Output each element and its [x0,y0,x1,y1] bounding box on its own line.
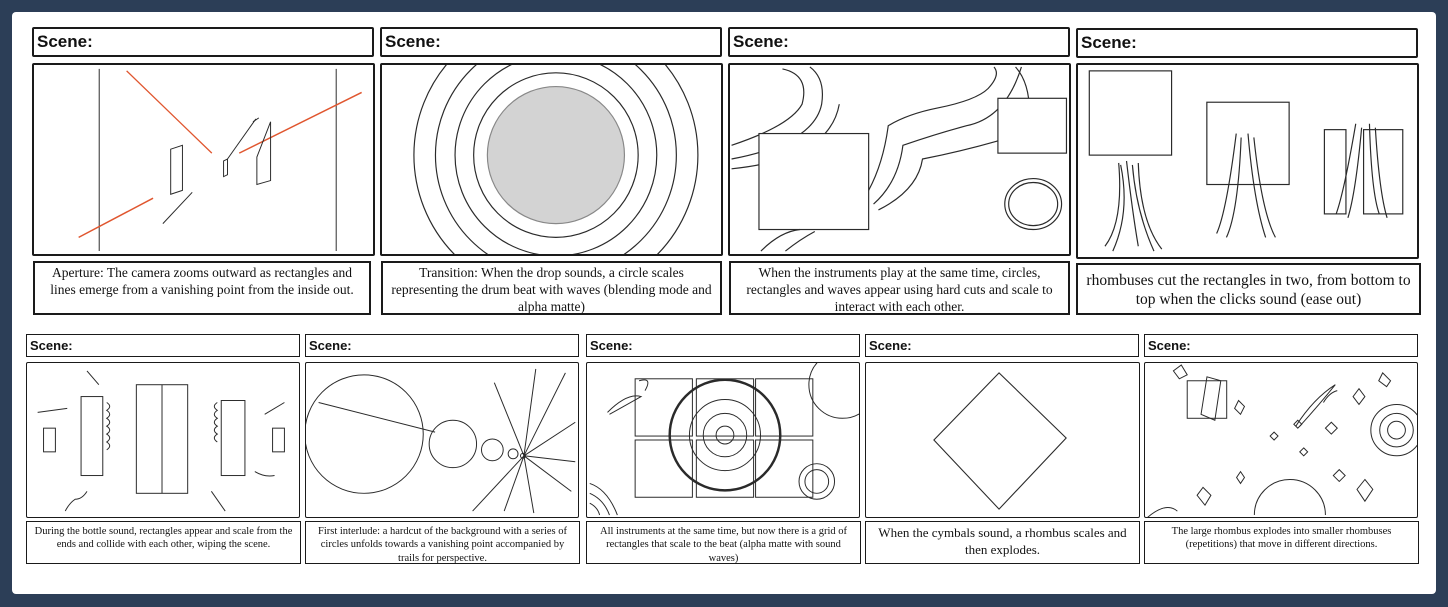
scene-label-text: Scene: [1081,33,1137,52]
scene-label: Scene: [1144,334,1418,357]
storyboard-frame-1 [32,63,375,256]
sketch-rectangles-rhombuses [1088,70,1404,252]
scene-caption: When the instruments play at the same ti… [729,261,1070,315]
scene-label: Scene: [380,27,722,57]
scene-caption: The large rhombus explodes into smaller … [1144,521,1419,564]
scene-label: Scene: [26,334,300,357]
scene-label: Scene: [305,334,579,357]
scene-caption: All instruments at the same time, but no… [586,521,861,564]
scene-label-text: Scene: [385,32,441,51]
sketch-concentric-circles [413,65,699,254]
storyboard-frame-5 [26,362,300,518]
caption-text: When the instruments play at the same ti… [746,265,1053,314]
scene-label-text: Scene: [733,32,789,51]
caption-text: During the bottle sound, rectangles appe… [34,526,293,551]
caption-text: When the cymbals sound, a rhombus scales… [878,525,1127,557]
scene-label-text: Scene: [37,32,93,51]
caption-text: Transition: When the drop sounds, a circ… [391,265,712,314]
sketch-grid-circles [589,363,859,516]
scene-label-text: Scene: [590,338,633,353]
scene-caption: Aperture: The camera zooms outward as re… [33,261,371,315]
sketch-shapes-waves [731,66,1068,252]
scene-label-text: Scene: [869,338,912,353]
storyboard-frame-4 [1076,63,1419,259]
caption-text: All instruments at the same time, but no… [600,526,847,564]
scene-label: Scene: [728,27,1070,57]
storyboard-frame-7 [586,362,860,518]
scene-caption: Transition: When the drop sounds, a circ… [381,261,722,315]
caption-text: rhombuses cut the rectangles in two, fro… [1086,272,1411,309]
sketch-vanishing-point [78,68,362,252]
scene-caption: When the cymbals sound, a rhombus scales… [865,521,1140,564]
storyboard-frame-2 [380,63,723,256]
caption-text: First interlude: a hardcut of the backgr… [317,526,567,564]
sketch-exploding-rhombuses [1147,364,1417,517]
sketch-rhombus [933,372,1067,510]
sketch-colliding-rectangles [37,370,285,512]
storyboard-frame-9 [1144,362,1418,518]
scene-caption: First interlude: a hardcut of the backgr… [305,521,580,564]
storyboard-frame-3 [728,63,1071,256]
scene-label-text: Scene: [30,338,73,353]
scene-label-text: Scene: [1148,338,1191,353]
scene-label: Scene: [865,334,1139,357]
scene-label: Scene: [32,27,374,57]
storyboard-frame-8 [865,362,1140,518]
scene-label: Scene: [1076,28,1418,58]
scene-label-text: Scene: [309,338,352,353]
scene-caption: During the bottle sound, rectangles appe… [26,521,301,564]
storyboard-frame-6 [305,362,579,518]
sketch-circles-vanishing [306,368,576,514]
scene-caption: rhombuses cut the rectangles in two, fro… [1076,263,1421,315]
scene-label: Scene: [586,334,860,357]
caption-text: Aperture: The camera zooms outward as re… [50,265,354,297]
caption-text: The large rhombus explodes into smaller … [1171,526,1392,551]
